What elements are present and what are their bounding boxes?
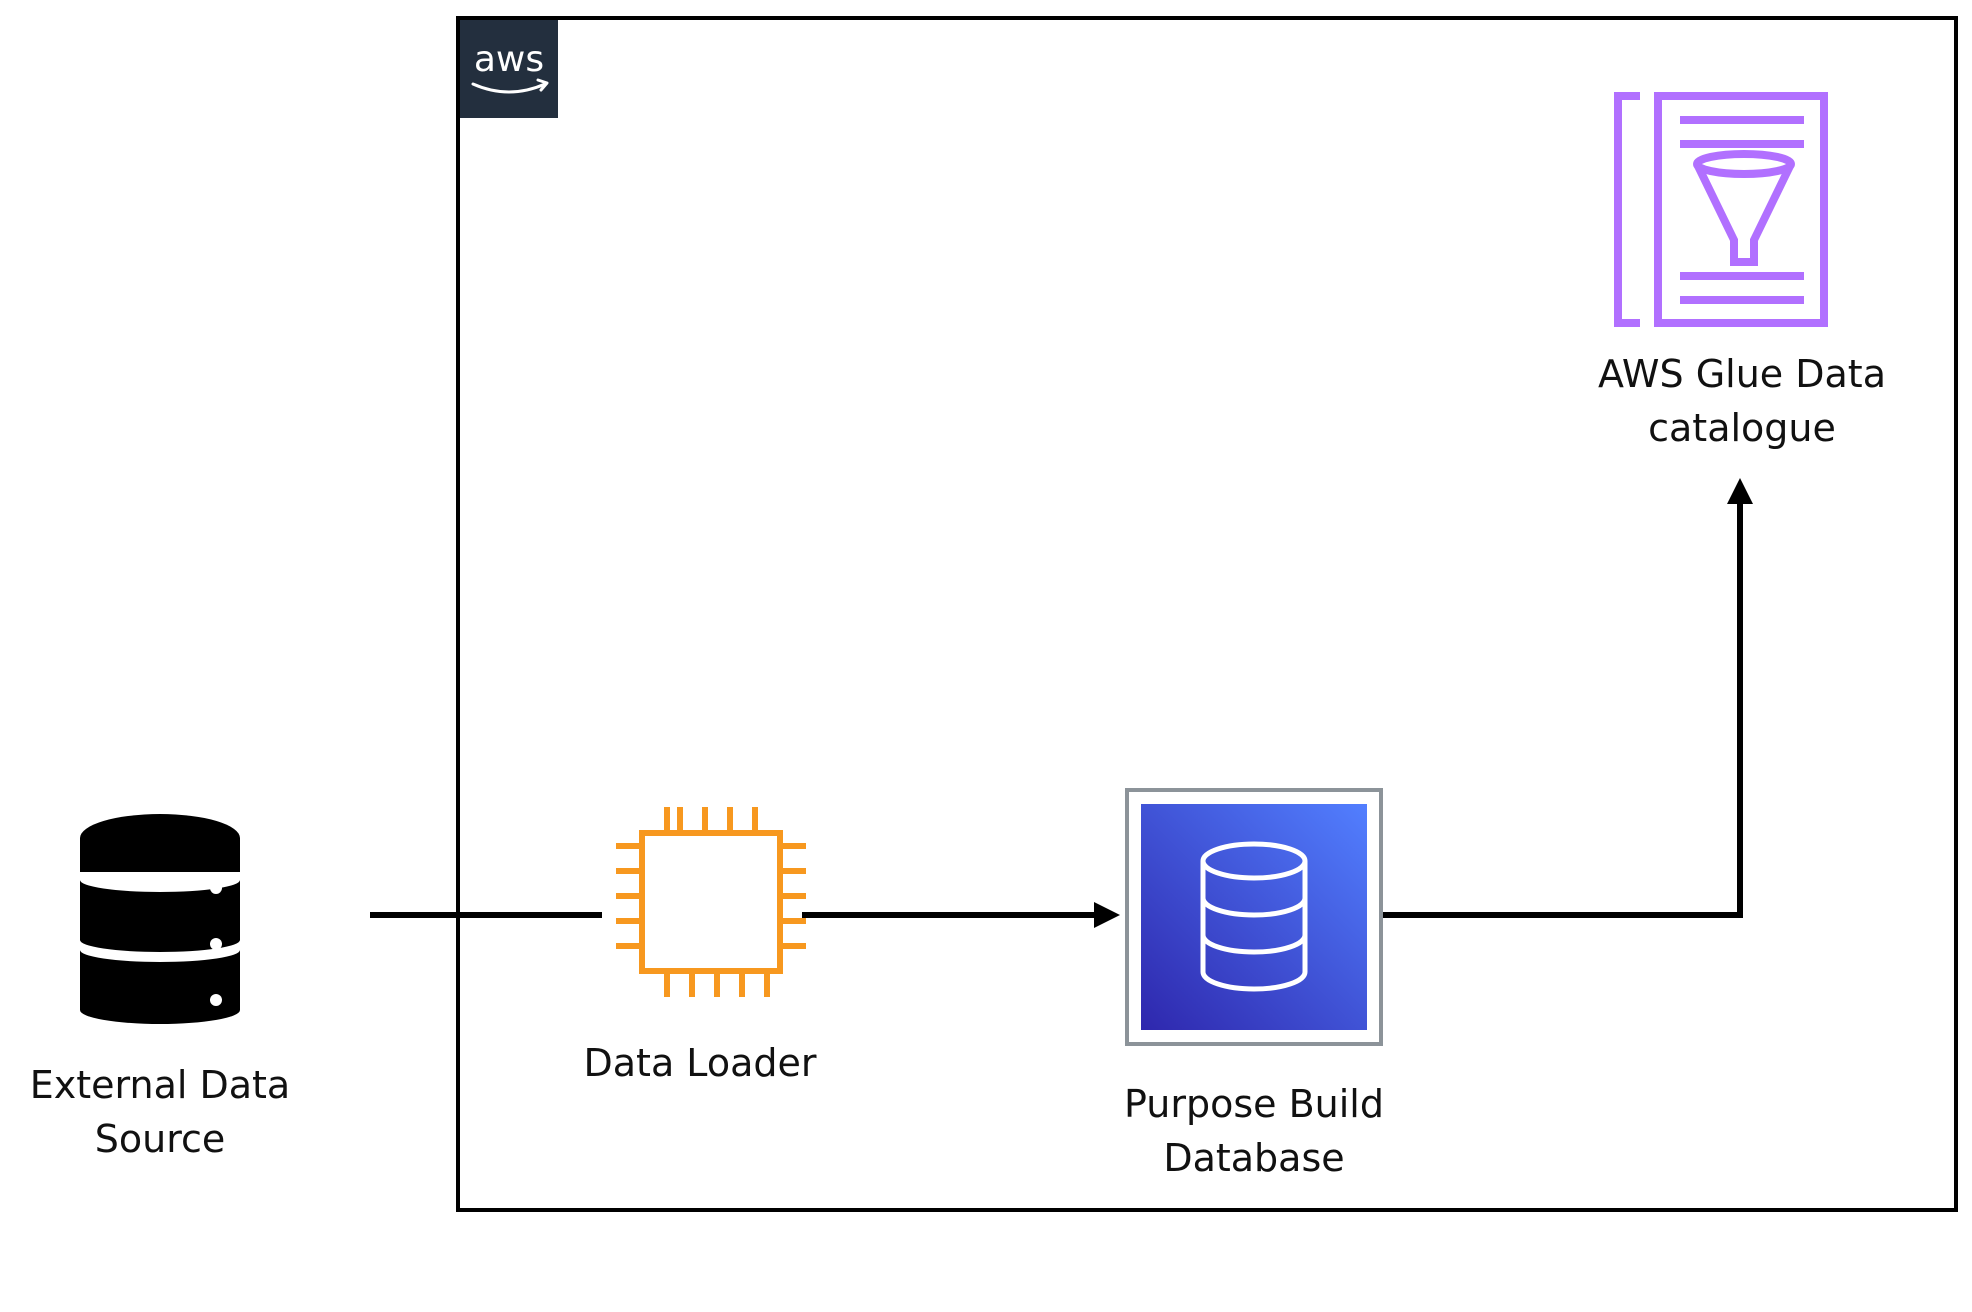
data-loader-chip-icon [616,807,806,997]
purpose-database-label-line1: Purpose Build [1124,1082,1384,1126]
aws-logo-text: aws [474,39,544,80]
purpose-database-label-line2: Database [1163,1136,1344,1180]
arrowhead-to-database [1094,902,1120,928]
aws-logo: aws [460,20,558,118]
data-loader-label: Data Loader [584,1041,817,1085]
external-source-label-line1: External Data [30,1063,290,1107]
purpose-database-icon [1125,788,1383,1046]
aws-cloud-boundary [456,16,1958,1212]
glue-catalog-label-line2: catalogue [1648,406,1836,450]
edge-database-to-glue [1382,504,1743,918]
external-source-database-icon [80,814,240,1024]
glue-catalog-label-line1: AWS Glue Data [1598,352,1886,396]
external-source-label-line2: Source [95,1117,226,1161]
connectors [370,504,1743,918]
glue-catalog-icon [1614,92,1828,327]
arrowhead-to-glue [1727,478,1753,504]
